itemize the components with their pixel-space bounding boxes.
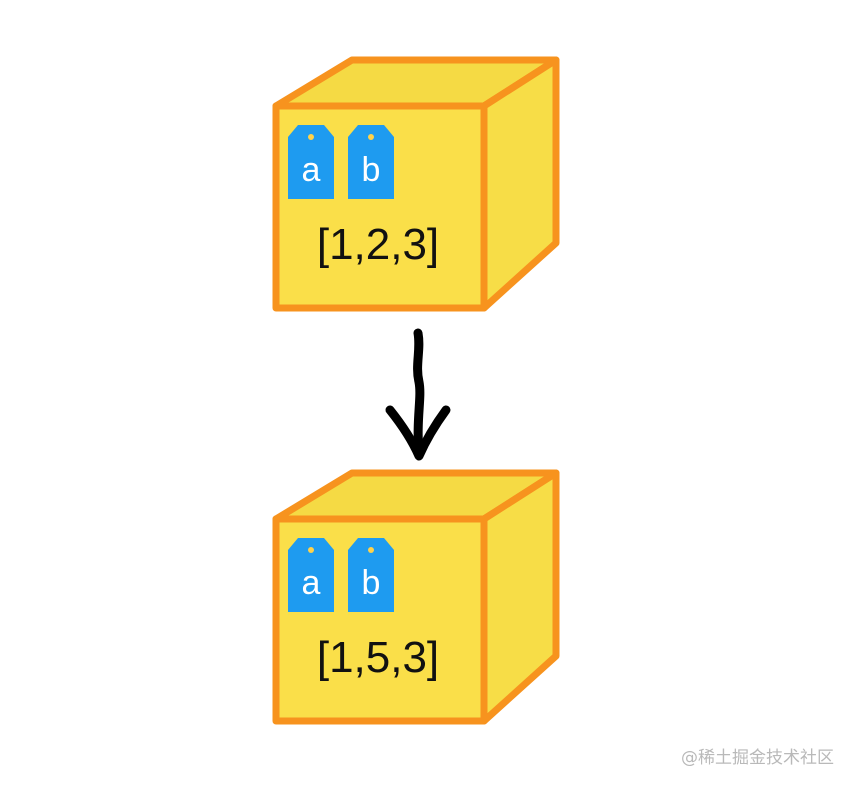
tag-a-hole: [308, 547, 314, 553]
tag-a-hole: [308, 134, 314, 140]
tag-b-label: b: [362, 151, 381, 189]
box-top: a b [1,2,3]: [272, 56, 560, 312]
arrow-head: [385, 405, 451, 461]
box-top-side: [480, 56, 560, 312]
tag-b-shape: [348, 125, 394, 199]
down-arrow: [385, 328, 451, 461]
tag-a-shape: [288, 538, 334, 612]
tag-b-hole: [368, 134, 374, 140]
tag-a-label: a: [302, 564, 321, 602]
tag-a: a: [288, 125, 334, 199]
box-top-value: [1,2,3]: [317, 220, 439, 269]
tag-a-shape: [288, 125, 334, 199]
tag-a-label: a: [302, 151, 321, 189]
box-bottom-value: [1,5,3]: [317, 633, 439, 682]
box-bottom-side: [480, 469, 560, 725]
tag-a: a: [288, 538, 334, 612]
box-bottom: a b [1,5,3]: [272, 469, 560, 725]
watermark: @稀土掘金技术社区: [681, 748, 834, 768]
tag-b-hole: [368, 547, 374, 553]
tag-b: b: [348, 125, 394, 199]
tag-b: b: [348, 538, 394, 612]
box-bottom-front: [272, 515, 488, 725]
tag-b-label: b: [362, 564, 381, 602]
arrow-shaft: [413, 328, 425, 460]
tag-b-shape: [348, 538, 394, 612]
